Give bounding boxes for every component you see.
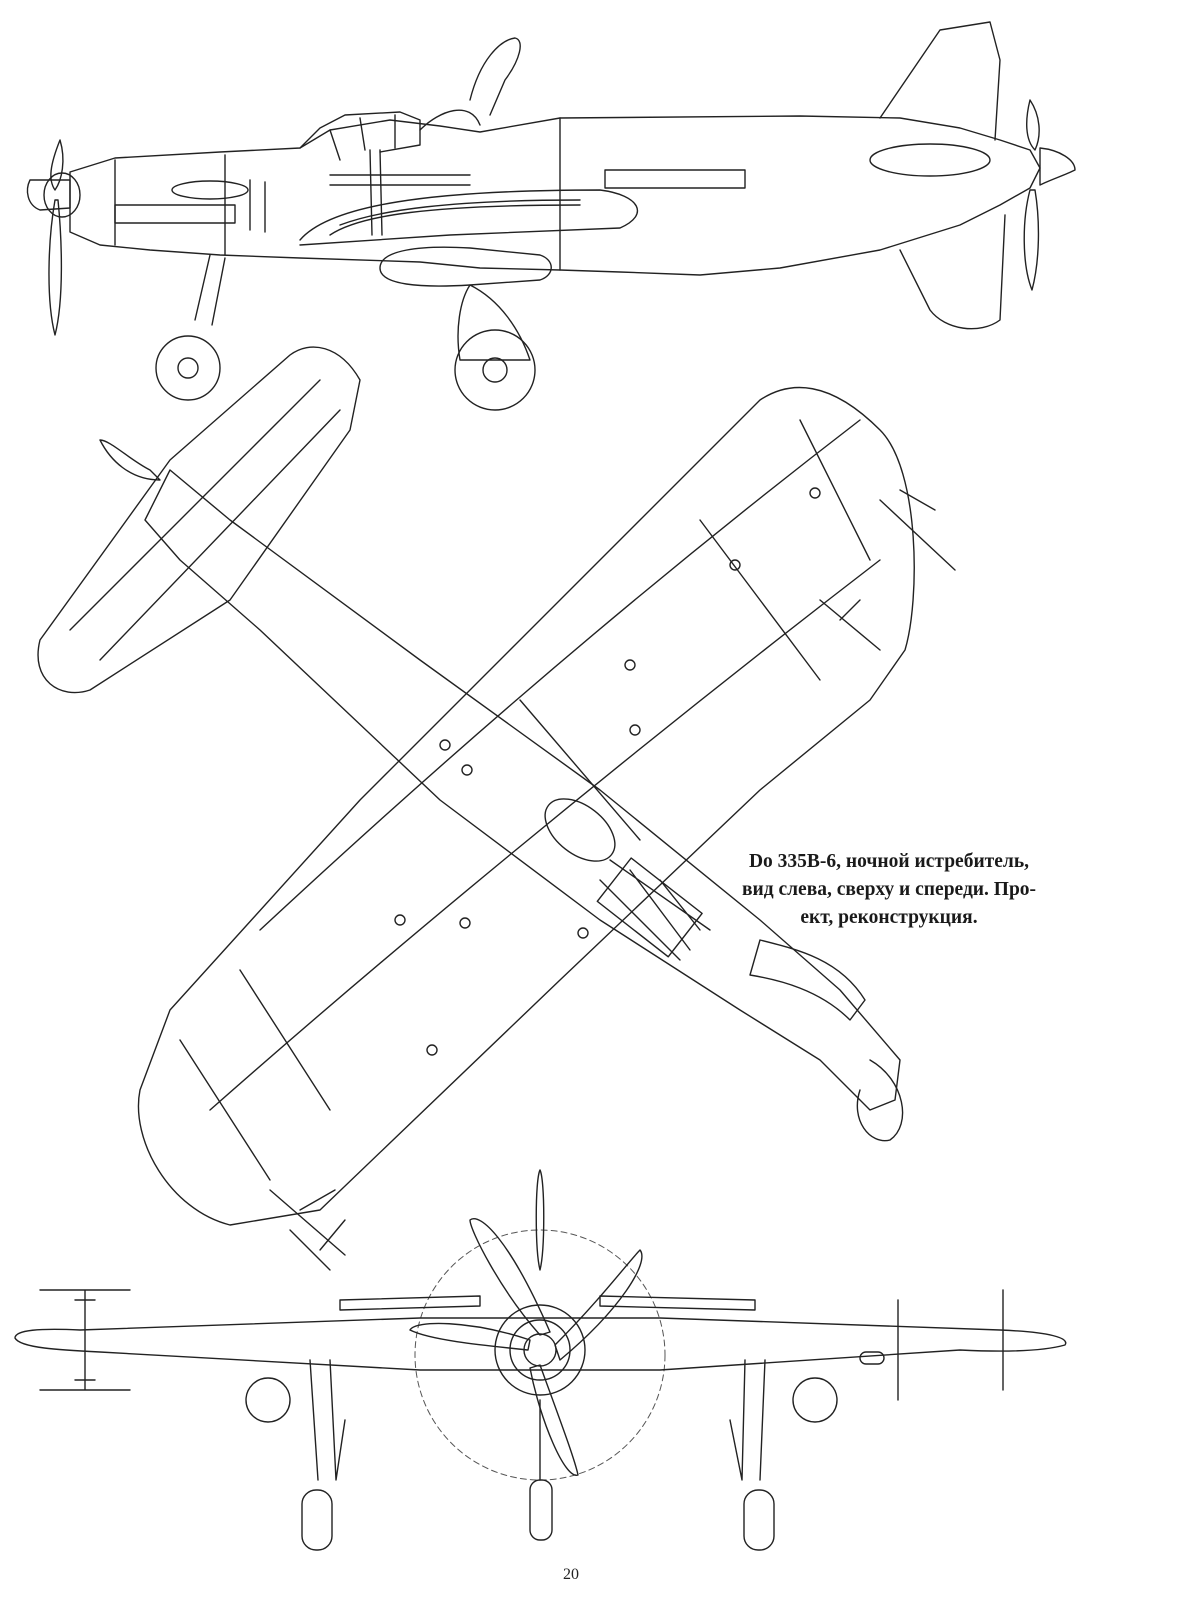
canopy-top bbox=[544, 798, 616, 862]
main-gear-left-front bbox=[301, 1359, 346, 1551]
rear-propeller-side bbox=[1023, 99, 1076, 291]
wing-front bbox=[14, 1317, 1067, 1371]
nose-gear-front bbox=[529, 1399, 553, 1541]
front-propeller-blades bbox=[409, 1218, 643, 1476]
wingtip-antenna-right bbox=[897, 1289, 1004, 1401]
fin-front bbox=[535, 1169, 545, 1271]
antenna-mast bbox=[469, 37, 521, 116]
side-view bbox=[26, 21, 1076, 411]
caption-line-1: Do 335B-6, ночной истребитель, bbox=[748, 851, 1030, 872]
top-view bbox=[37, 346, 956, 1271]
fuselage-side bbox=[69, 115, 1041, 276]
nose-gear-side bbox=[155, 254, 226, 401]
front-view bbox=[14, 1169, 1067, 1551]
radar-antenna-right bbox=[819, 489, 956, 651]
drop-tank-left-front bbox=[245, 1377, 291, 1423]
radar-antenna-left bbox=[269, 1189, 346, 1271]
drop-tank-side bbox=[379, 246, 552, 287]
nose-spinner-top bbox=[856, 1059, 904, 1142]
horizontal-tail-top bbox=[37, 346, 361, 694]
drop-tank-right-front bbox=[792, 1377, 838, 1423]
rear-propeller-top bbox=[99, 439, 161, 481]
page-number: 20 bbox=[563, 1566, 579, 1583]
wing-root-side bbox=[299, 189, 639, 246]
upward-cannons bbox=[329, 149, 471, 236]
front-propeller-side bbox=[26, 139, 81, 336]
main-gear-right-front bbox=[729, 1359, 775, 1551]
caption-line-3: ект, реконструкция. bbox=[800, 907, 978, 928]
main-wing-top bbox=[137, 386, 915, 1226]
figure-caption: Do 335B-6, ночной истребитель, вид слева… bbox=[724, 848, 1054, 932]
upper-fin bbox=[879, 21, 1001, 141]
canopy-side bbox=[299, 111, 421, 153]
lower-fin bbox=[899, 214, 1006, 330]
fuselage-top bbox=[144, 469, 901, 1111]
rear-canopy-side bbox=[419, 109, 481, 131]
main-gear-side bbox=[454, 284, 536, 411]
tail-front bbox=[339, 1295, 756, 1311]
nose-cowling-front bbox=[494, 1304, 586, 1396]
caption-line-2: вид слева, сверху и спереди. Про- bbox=[741, 879, 1037, 900]
wingtip-antenna-left bbox=[39, 1289, 131, 1391]
